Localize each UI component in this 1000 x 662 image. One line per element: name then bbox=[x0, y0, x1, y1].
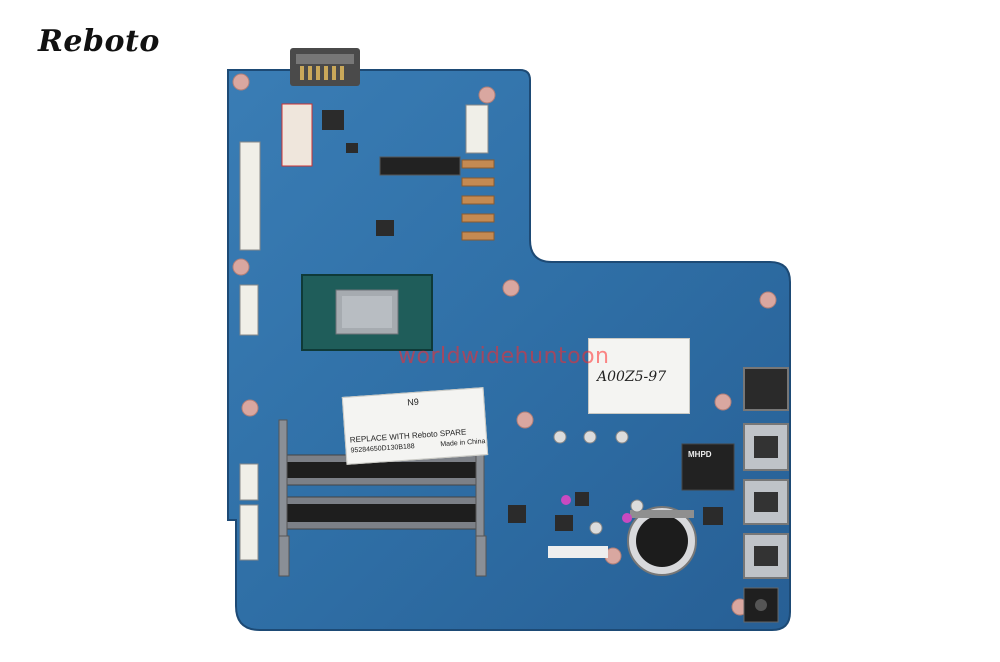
ram-slot bbox=[278, 454, 485, 530]
reboto-logo: Reboto bbox=[38, 24, 160, 59]
label-barcode-text: 95284650D130B188 bbox=[350, 443, 415, 455]
usb-port bbox=[743, 479, 789, 525]
handwritten-note: A00Z5-97 bbox=[597, 369, 667, 385]
cpu bbox=[301, 274, 433, 351]
usb-port bbox=[743, 533, 789, 579]
audio-jack bbox=[743, 587, 779, 623]
ribbon-connector bbox=[239, 104, 489, 561]
hdmi-port bbox=[743, 423, 789, 471]
qc-sticker bbox=[281, 103, 313, 167]
watermark-text: worldwidehuntoon bbox=[398, 344, 610, 369]
chip-marking: MHPD bbox=[688, 450, 712, 459]
m2-slot bbox=[379, 156, 461, 176]
mhpd-chip bbox=[681, 443, 735, 491]
mounting-hole bbox=[232, 73, 777, 616]
label-origin: Made in China bbox=[440, 438, 486, 449]
pcb-board bbox=[227, 69, 791, 631]
ethernet-port bbox=[743, 367, 789, 411]
label-line-1: N9 bbox=[406, 396, 420, 408]
product-label: N9 REPLACE WITH Reboto SPARE 95284650D13… bbox=[341, 387, 489, 465]
battery-connector bbox=[290, 48, 360, 86]
cmos-battery bbox=[627, 506, 697, 576]
handwritten-note-sticker: A00Z5-97 bbox=[588, 338, 690, 414]
